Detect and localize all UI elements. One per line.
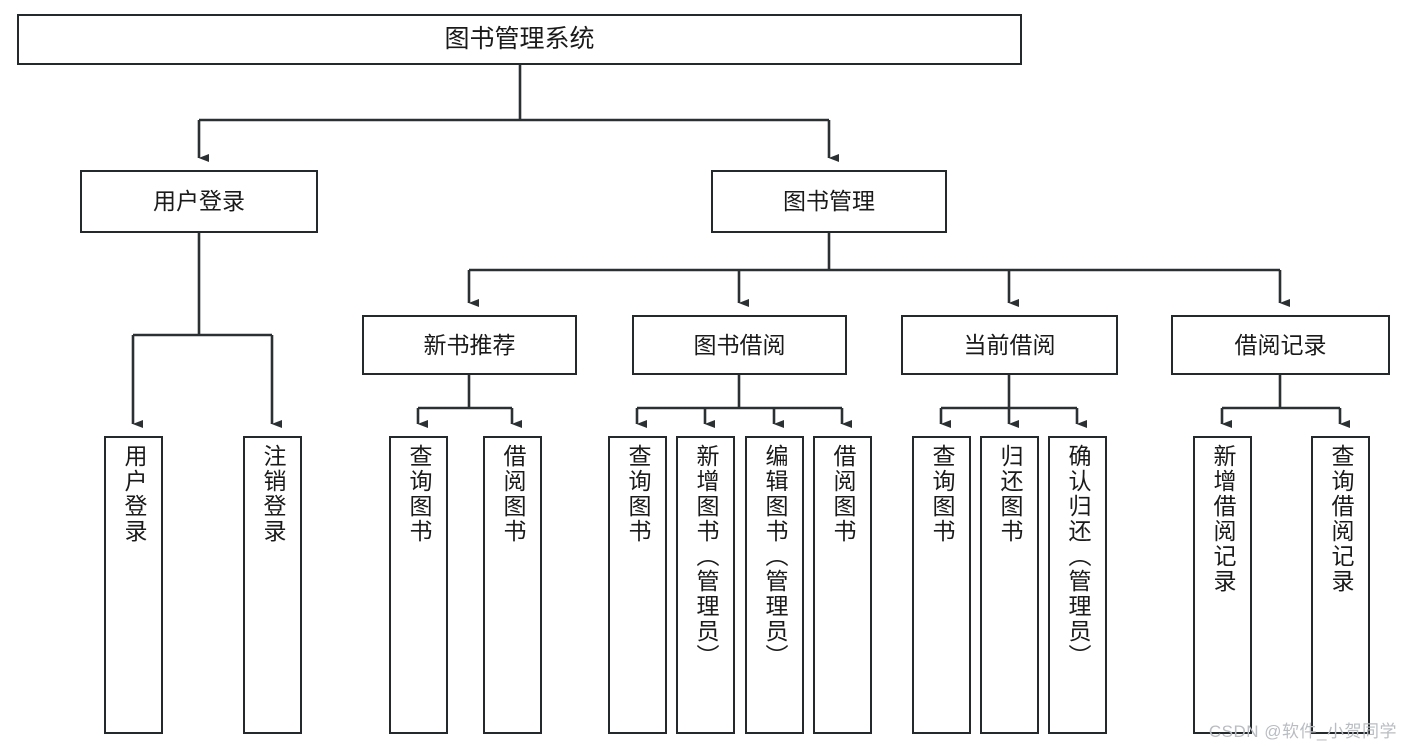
node-label: 编辑图书（管理员） [762, 444, 788, 669]
watermark-credit: CSDN @软件_小贺同学 [1208, 722, 1397, 741]
node-label: 图书借阅 [693, 331, 786, 358]
node-current-borrow[interactable]: 当前借阅 [901, 315, 1118, 375]
node-root-book-management-system[interactable]: 图书管理系统 [17, 14, 1022, 65]
node-label: 注销登录 [260, 444, 286, 544]
node-book-management[interactable]: 图书管理 [711, 170, 947, 233]
node-leaf-add-borrow-record[interactable]: 新增借阅记录 [1193, 436, 1252, 734]
node-leaf-query-book-recommend[interactable]: 查询图书 [389, 436, 448, 734]
node-leaf-query-book-borrow[interactable]: 查询图书 [608, 436, 667, 734]
node-leaf-logout[interactable]: 注销登录 [243, 436, 302, 734]
node-leaf-return-book[interactable]: 归还图书 [980, 436, 1039, 734]
node-label: 确认归还（管理员） [1065, 444, 1091, 669]
node-leaf-borrow-book-recommend[interactable]: 借阅图书 [483, 436, 542, 734]
node-label: 新增借阅记录 [1210, 444, 1236, 594]
node-leaf-confirm-return-admin[interactable]: 确认归还（管理员） [1048, 436, 1107, 734]
node-leaf-query-borrow-record[interactable]: 查询借阅记录 [1311, 436, 1370, 734]
node-label: 新增图书（管理员） [693, 444, 719, 669]
node-label: 图书管理 [783, 188, 875, 215]
node-label: 图书管理系统 [444, 25, 595, 54]
node-user-login[interactable]: 用户登录 [80, 170, 318, 233]
node-label: 新书推荐 [423, 331, 516, 358]
node-new-book-recommend[interactable]: 新书推荐 [362, 315, 577, 375]
node-label: 查询图书 [625, 444, 651, 544]
node-label: 查询图书 [406, 444, 432, 544]
node-leaf-query-book-current[interactable]: 查询图书 [912, 436, 971, 734]
node-borrow-record[interactable]: 借阅记录 [1171, 315, 1390, 375]
node-label: 借阅记录 [1234, 331, 1327, 358]
node-label: 查询借阅记录 [1328, 444, 1354, 594]
node-label: 借阅图书 [500, 444, 526, 544]
node-book-borrow[interactable]: 图书借阅 [632, 315, 847, 375]
node-label: 当前借阅 [963, 331, 1056, 358]
node-leaf-borrow-book[interactable]: 借阅图书 [813, 436, 872, 734]
node-label: 归还图书 [997, 444, 1023, 544]
node-leaf-user-login[interactable]: 用户登录 [104, 436, 163, 734]
node-label: 用户登录 [153, 188, 245, 215]
node-label: 查询图书 [929, 444, 955, 544]
node-label: 用户登录 [121, 444, 147, 544]
node-leaf-add-book-admin[interactable]: 新增图书（管理员） [676, 436, 735, 734]
node-label: 借阅图书 [830, 444, 856, 544]
node-leaf-edit-book-admin[interactable]: 编辑图书（管理员） [745, 436, 804, 734]
